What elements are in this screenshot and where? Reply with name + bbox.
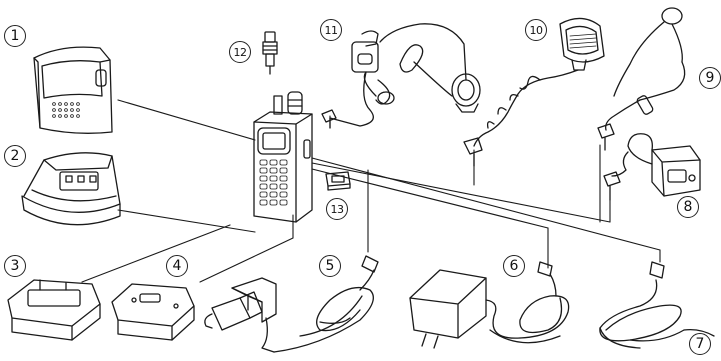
- connection-lines: [81, 99, 661, 283]
- label-7: 7: [689, 333, 711, 355]
- desktop-charger-drawing: [21, 152, 121, 226]
- label-2: 2: [4, 145, 26, 167]
- battery-pack-drawing: [111, 283, 195, 341]
- clip-drawing: [325, 171, 351, 191]
- label-10: 10: [525, 19, 547, 41]
- label-6: 6: [503, 255, 525, 277]
- label-12: 12: [229, 41, 251, 63]
- headset-drawing: [321, 23, 481, 129]
- antenna-adapter-drawing: [262, 31, 278, 75]
- label-4: 4: [166, 255, 188, 277]
- speaker-mic-drawing: [463, 17, 605, 167]
- label-11: 11: [320, 19, 342, 41]
- ac-adapter-drawing: [409, 261, 570, 349]
- label-1: 1: [4, 25, 26, 47]
- label-13: 13: [326, 198, 348, 220]
- radio-drawing: [253, 91, 313, 223]
- charger-adapter-drawing: [7, 279, 101, 341]
- label-9: 9: [699, 67, 721, 89]
- soft-case-drawing: [33, 46, 113, 134]
- label-8: 8: [677, 196, 699, 218]
- cigarette-cable-drawing: [204, 255, 379, 353]
- label-5: 5: [319, 255, 341, 277]
- label-3: 3: [4, 255, 26, 277]
- dc-cable-drawing: [599, 261, 715, 349]
- earphone-drawing: [597, 7, 686, 151]
- cloning-adapter-drawing: [603, 133, 701, 201]
